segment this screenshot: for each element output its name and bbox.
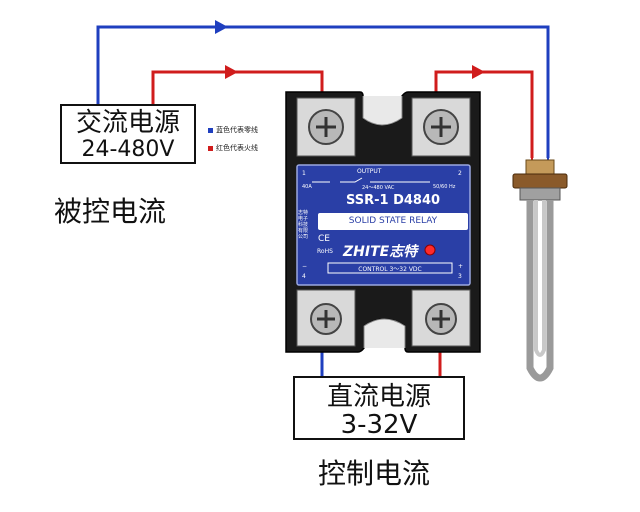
legend-swatch-red bbox=[208, 145, 213, 151]
screw-head-icon bbox=[431, 117, 451, 137]
ac-source-title: 交流电源 bbox=[75, 108, 180, 138]
ce-mark: CE bbox=[318, 234, 330, 244]
polarity-negative: − bbox=[302, 263, 308, 270]
legend-label-live: 红色代表火线 bbox=[216, 144, 258, 152]
terminal-number-4: 4 bbox=[302, 273, 306, 280]
relay-model: SSR-1 D4840 bbox=[345, 193, 441, 208]
relay-side-text: 志特电子科技有限公司 bbox=[298, 210, 309, 240]
relay-output-label: OUTPUT bbox=[357, 168, 382, 175]
terminal-number-1: 1 bbox=[302, 170, 306, 177]
ac-source-box: 交流电源 24-480V bbox=[60, 104, 196, 164]
dc-source-caption: 控制电流 bbox=[318, 457, 431, 490]
top-notch-cover bbox=[362, 96, 403, 126]
legend-swatch-blue bbox=[208, 127, 213, 133]
heater-flange bbox=[512, 173, 568, 189]
ac-source-caption: 被控电流 bbox=[54, 195, 167, 228]
heating-element bbox=[512, 158, 568, 382]
rohs-mark: RoHS bbox=[317, 248, 333, 255]
ac-source-voltage: 24-480V bbox=[81, 137, 175, 162]
live-wire-arrow-right bbox=[472, 65, 485, 79]
heater-nut bbox=[519, 187, 561, 201]
wire-legend-neutral: 蓝色代表零线 bbox=[208, 125, 258, 135]
neutral-wire-arrow bbox=[215, 20, 228, 34]
screw-head-icon bbox=[316, 117, 336, 137]
polarity-positive: + bbox=[458, 263, 464, 270]
live-wire-arrow-left bbox=[225, 65, 238, 79]
model-plate bbox=[318, 213, 468, 230]
relay-type-label: SOLID STATE RELAY bbox=[348, 216, 438, 226]
output-marker-icon bbox=[312, 177, 430, 183]
solid-state-relay bbox=[285, 91, 481, 353]
dc-source-voltage: 3-32V bbox=[340, 410, 418, 440]
heater-tube-inner bbox=[534, 200, 546, 357]
dc-source-box: 直流电源 3-32V bbox=[293, 376, 465, 440]
bottom-notch-cover bbox=[363, 318, 406, 348]
terminal-number-2: 2 bbox=[458, 170, 462, 177]
wires bbox=[96, 20, 550, 376]
dc-source-title: 直流电源 bbox=[326, 382, 431, 412]
heater-terminal-post bbox=[525, 159, 555, 175]
relay-current: 40A bbox=[302, 184, 312, 190]
relay-output-range: 24～480 VAC bbox=[362, 185, 395, 191]
screw-head-icon bbox=[432, 310, 450, 328]
relay-frequency: 50/60 Hz bbox=[433, 184, 456, 190]
neutral-wire-top bbox=[96, 25, 550, 158]
wire-legend-live: 红色代表火线 bbox=[208, 143, 258, 153]
terminal-number-3: 3 bbox=[458, 273, 462, 280]
legend-label-neutral: 蓝色代表零线 bbox=[216, 126, 258, 134]
heater-tube-outer bbox=[526, 200, 554, 382]
control-plate bbox=[327, 262, 453, 274]
relay-control-label: CONTROL 3～32 VDC bbox=[358, 266, 422, 273]
screw-head-icon bbox=[317, 310, 335, 328]
relay-brand: ZHITE志特 bbox=[343, 244, 418, 260]
status-led bbox=[424, 244, 436, 256]
